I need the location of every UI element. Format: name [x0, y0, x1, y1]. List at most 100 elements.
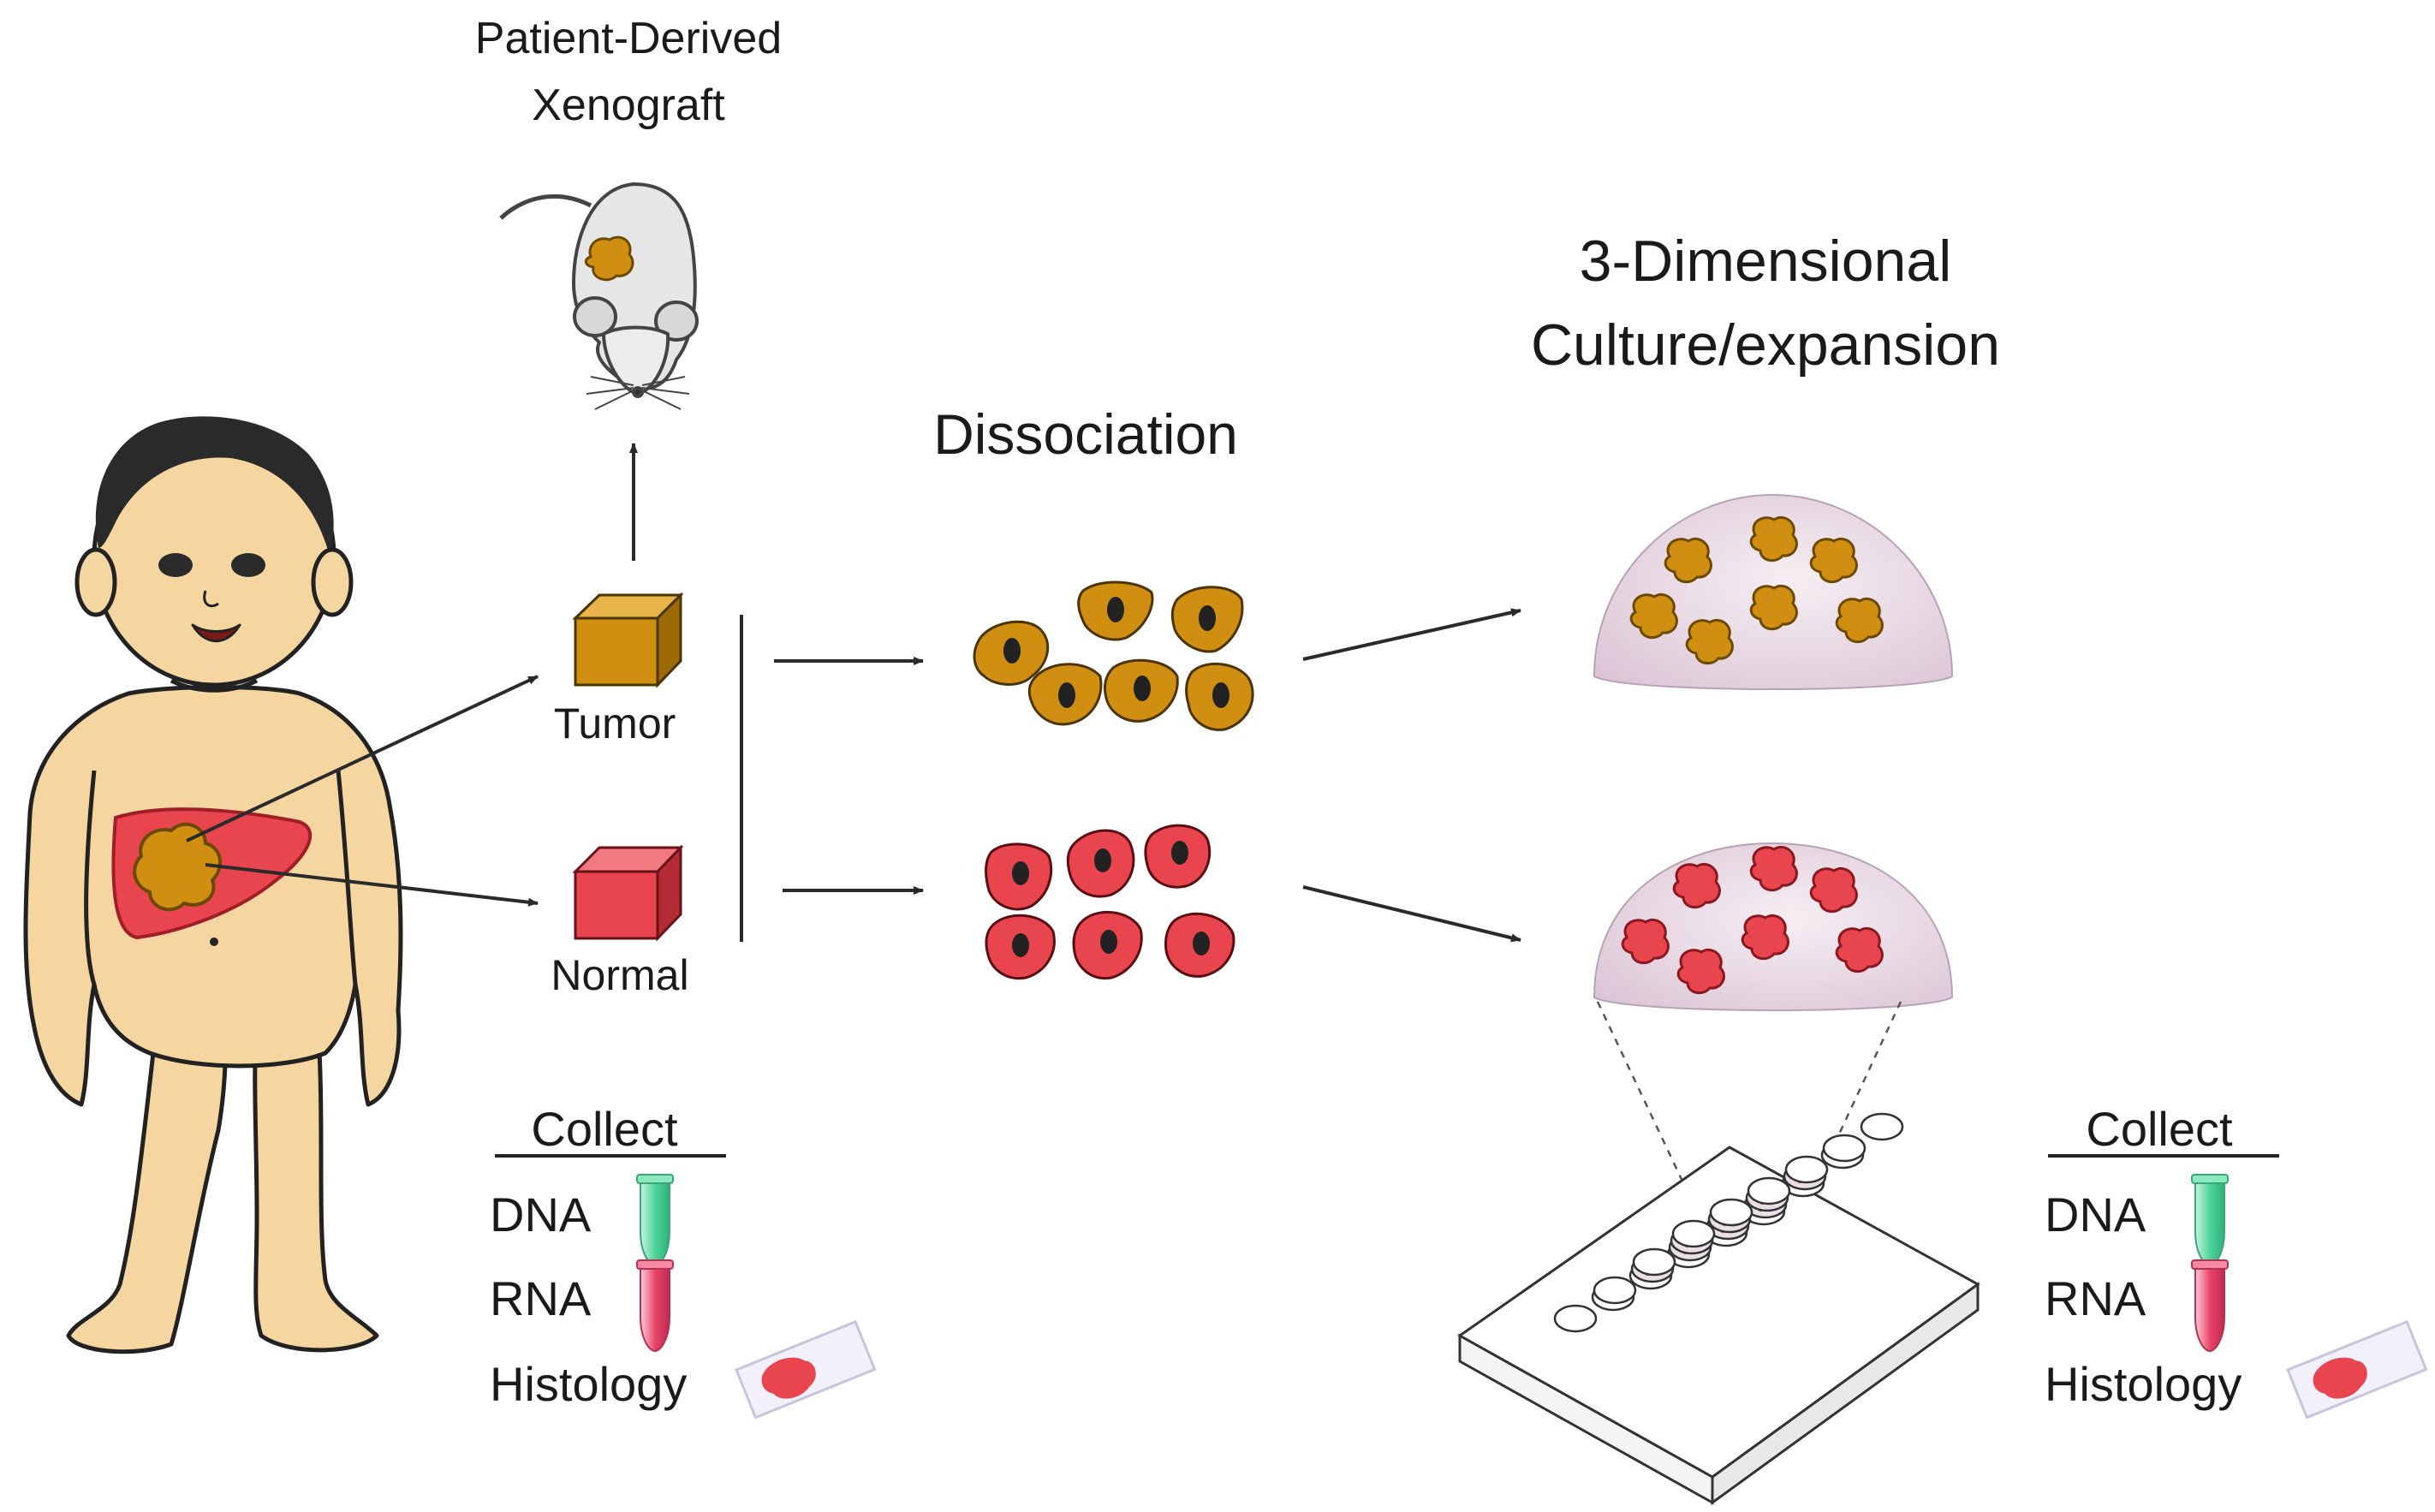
organoid: [1809, 537, 1858, 584]
well-plate: [1457, 1112, 1980, 1505]
child-left-eye: [158, 553, 193, 577]
zoom-lines: [1596, 1001, 1902, 1253]
pdx-label-line1: Patient-Derived: [475, 14, 782, 63]
collect-right-heading: Collect: [2086, 1102, 2233, 1156]
child-left-leg: [66, 1008, 228, 1354]
normal-label: Normal: [551, 951, 688, 999]
normal-cube-side: [656, 844, 682, 942]
culture-label-line1: 3-Dimensional: [1580, 229, 1952, 294]
tumor-cell-nucleus: [1058, 682, 1075, 708]
organoid: [1621, 918, 1670, 965]
liver-illustration: [111, 807, 313, 940]
normal-cells: [985, 824, 1235, 980]
organoid: [1676, 948, 1725, 995]
child-right-leg: [253, 1008, 379, 1353]
rna-tube-icon: [636, 1259, 674, 1353]
zoom-line-left: [1596, 1001, 1718, 1253]
well-plate-top: [1457, 1146, 1980, 1479]
arrow-tumor-cells-to-dome: [1302, 608, 1521, 661]
normal-organoids: [1621, 845, 1884, 995]
tumor-cell-nucleus: [1107, 597, 1124, 622]
organoid: [1664, 537, 1712, 584]
collect-right-dna: DNA: [2045, 1188, 2146, 1241]
tumor-cube-front: [574, 616, 659, 687]
dna-tube-icon: [2191, 1174, 2229, 1267]
collect-left-histology: Histology: [490, 1357, 687, 1411]
normal-cell-nucleus: [1012, 933, 1029, 957]
child-neck: [170, 678, 259, 693]
child-hair: [95, 416, 334, 557]
normal-organoid-dome: [1593, 842, 1954, 1011]
mouse-whiskers: [586, 376, 690, 410]
normal-cell-nucleus: [1100, 930, 1117, 954]
tumor-organoids: [1629, 515, 1884, 665]
organoid: [1685, 618, 1734, 665]
child-right-arm: [336, 770, 358, 985]
child-nose: [203, 590, 219, 608]
tumor-cell-nucleus: [1003, 638, 1021, 664]
histology-slide-icon: [2286, 1319, 2428, 1420]
normal-cube-front: [574, 870, 659, 940]
tumor-cell-nucleus: [1134, 676, 1151, 701]
child-left-ear: [74, 547, 117, 617]
collect-right-rna: RNA: [2045, 1271, 2146, 1325]
dna-tube-icon: [636, 1174, 674, 1267]
histology-slide-icon: [735, 1319, 877, 1420]
collect-right-histology: Histology: [2045, 1357, 2242, 1411]
tumor-cube: [572, 592, 684, 688]
collect-left-dna: DNA: [490, 1188, 592, 1241]
organoid: [1835, 597, 1884, 644]
empty-well: [1747, 1176, 1791, 1205]
child-left-arm: [84, 770, 97, 985]
normal-cube: [572, 844, 684, 942]
normal-cell-nucleus: [1193, 932, 1210, 955]
arrow-normal-cells-to-dome: [1302, 885, 1521, 943]
normal-cell-nucleus: [1012, 861, 1029, 885]
organoid: [1835, 926, 1884, 973]
tumor-cells: [973, 580, 1254, 731]
dissociation-label: Dissociation: [933, 402, 1238, 466]
mouse-right-ear: [654, 301, 699, 342]
normal-cell-nucleus: [1171, 841, 1188, 865]
empty-well: [1860, 1112, 1904, 1141]
mouse-left-ear: [573, 296, 617, 337]
zoom-line-right: [1783, 1001, 1902, 1253]
collect-right-panel: Collect DNA RNA Histology: [2045, 1102, 2428, 1420]
empty-well: [1709, 1198, 1753, 1227]
organoid: [1629, 592, 1678, 640]
mouse-nose: [632, 386, 644, 398]
empty-well: [1553, 1304, 1598, 1333]
tumor-label: Tumor: [554, 699, 676, 747]
labels: Patient-Derived Xenograft Dissociation 3…: [475, 14, 2000, 999]
child-navel: [210, 938, 218, 946]
culture-label-line2: Culture/expansion: [1531, 313, 2000, 378]
well-plate-wells: [1553, 1112, 1904, 1333]
arrow-liver-to-normal: [205, 863, 539, 907]
tumor-cube-side: [656, 592, 682, 688]
organoid: [1749, 515, 1798, 563]
empty-well: [1671, 1219, 1716, 1248]
organoid: [1749, 845, 1798, 892]
mouse-head: [602, 325, 670, 396]
mouse-tail: [499, 193, 592, 220]
organoid: [1672, 862, 1721, 909]
organoid: [1741, 914, 1789, 961]
empty-well: [1593, 1276, 1637, 1305]
empty-well: [1822, 1134, 1866, 1163]
flow-arrows: [186, 443, 1521, 943]
child-mouth: [191, 623, 241, 643]
organoid: [1749, 584, 1798, 631]
collect-left-panel: Collect DNA RNA Histology: [490, 1102, 877, 1420]
tumor-organoid-dome: [1593, 493, 1954, 690]
tumor-cell-nucleus: [1212, 682, 1229, 708]
collect-left-heading: Collect: [531, 1102, 678, 1156]
mouse-illustration: [499, 182, 699, 410]
tumor-cell-nucleus: [1199, 605, 1216, 631]
empty-well: [1784, 1155, 1829, 1184]
rna-tube-icon: [2191, 1259, 2229, 1353]
normal-cell-nucleus: [1094, 848, 1111, 872]
child-right-ear: [311, 547, 354, 617]
pdx-label-line2: Xenograft: [532, 80, 725, 130]
